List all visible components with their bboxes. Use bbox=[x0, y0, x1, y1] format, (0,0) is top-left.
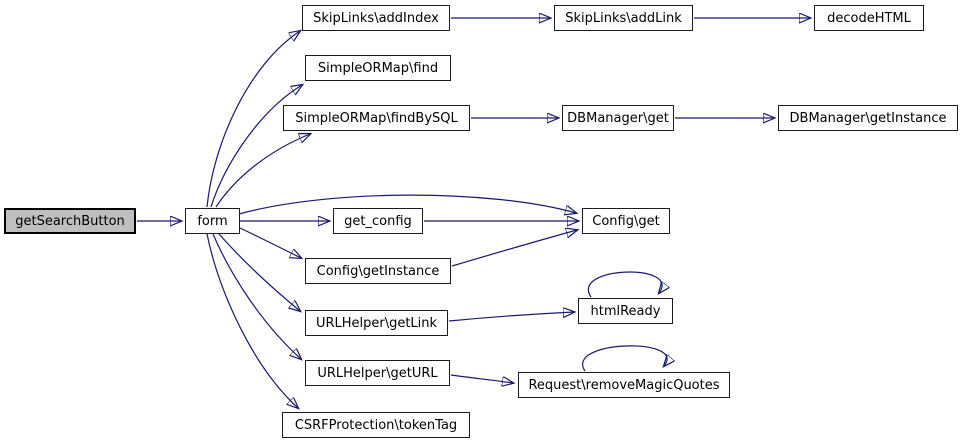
edge-config-getinstance-to-config-get bbox=[451, 230, 577, 267]
node-dbmanager-get[interactable]: DBManager\get bbox=[562, 105, 674, 131]
edge-form-to-urlhelper-geturl bbox=[212, 233, 301, 359]
node-urlhelper-getlink[interactable]: URLHelper\getLink bbox=[305, 310, 448, 336]
node-skiplinks-addindex[interactable]: SkipLinks\addIndex bbox=[302, 5, 450, 31]
node-simpleormap-findbysql[interactable]: SimpleORMap\findBySQL bbox=[283, 105, 470, 131]
edge-form-to-csrfprotection-tokentag bbox=[206, 233, 298, 408]
node-get-config[interactable]: get_config bbox=[333, 208, 423, 234]
node-htmlready[interactable]: htmlReady bbox=[578, 298, 673, 324]
node-request-removemagicquotes[interactable]: Request\removeMagicQuotes bbox=[518, 372, 730, 398]
edge-form-to-simpleormap-find bbox=[210, 85, 302, 208]
node-dbmanager-getinstance[interactable]: DBManager\getInstance bbox=[778, 105, 958, 131]
edge-urlhelper-geturl-to-removemagicquotes bbox=[450, 374, 513, 383]
node-csrfprotection-tokentag[interactable]: CSRFProtection\tokenTag bbox=[282, 412, 470, 438]
edge-form-to-simpleormap-findbysql bbox=[215, 134, 310, 208]
node-urlhelper-geturl[interactable]: URLHelper\getURL bbox=[305, 360, 450, 386]
node-config-getinstance[interactable]: Config\getInstance bbox=[305, 258, 451, 284]
node-form[interactable]: form bbox=[185, 208, 240, 234]
node-decodehtml[interactable]: decodeHTML bbox=[814, 5, 924, 31]
node-config-get[interactable]: Config\get bbox=[582, 208, 670, 234]
edge-removemagicquotes-self-loop bbox=[582, 345, 668, 372]
node-getsearchbutton: getSearchButton bbox=[4, 208, 136, 234]
node-skiplinks-addlink[interactable]: SkipLinks\addLink bbox=[554, 5, 693, 31]
edge-htmlready-self-loop bbox=[587, 271, 662, 298]
edge-form-to-urlhelper-getlink bbox=[218, 233, 300, 311]
edge-urlhelper-getlink-to-htmlready bbox=[448, 312, 574, 322]
edge-form-to-config-getinstance bbox=[239, 227, 301, 258]
node-simpleormap-find[interactable]: SimpleORMap\find bbox=[305, 55, 451, 81]
